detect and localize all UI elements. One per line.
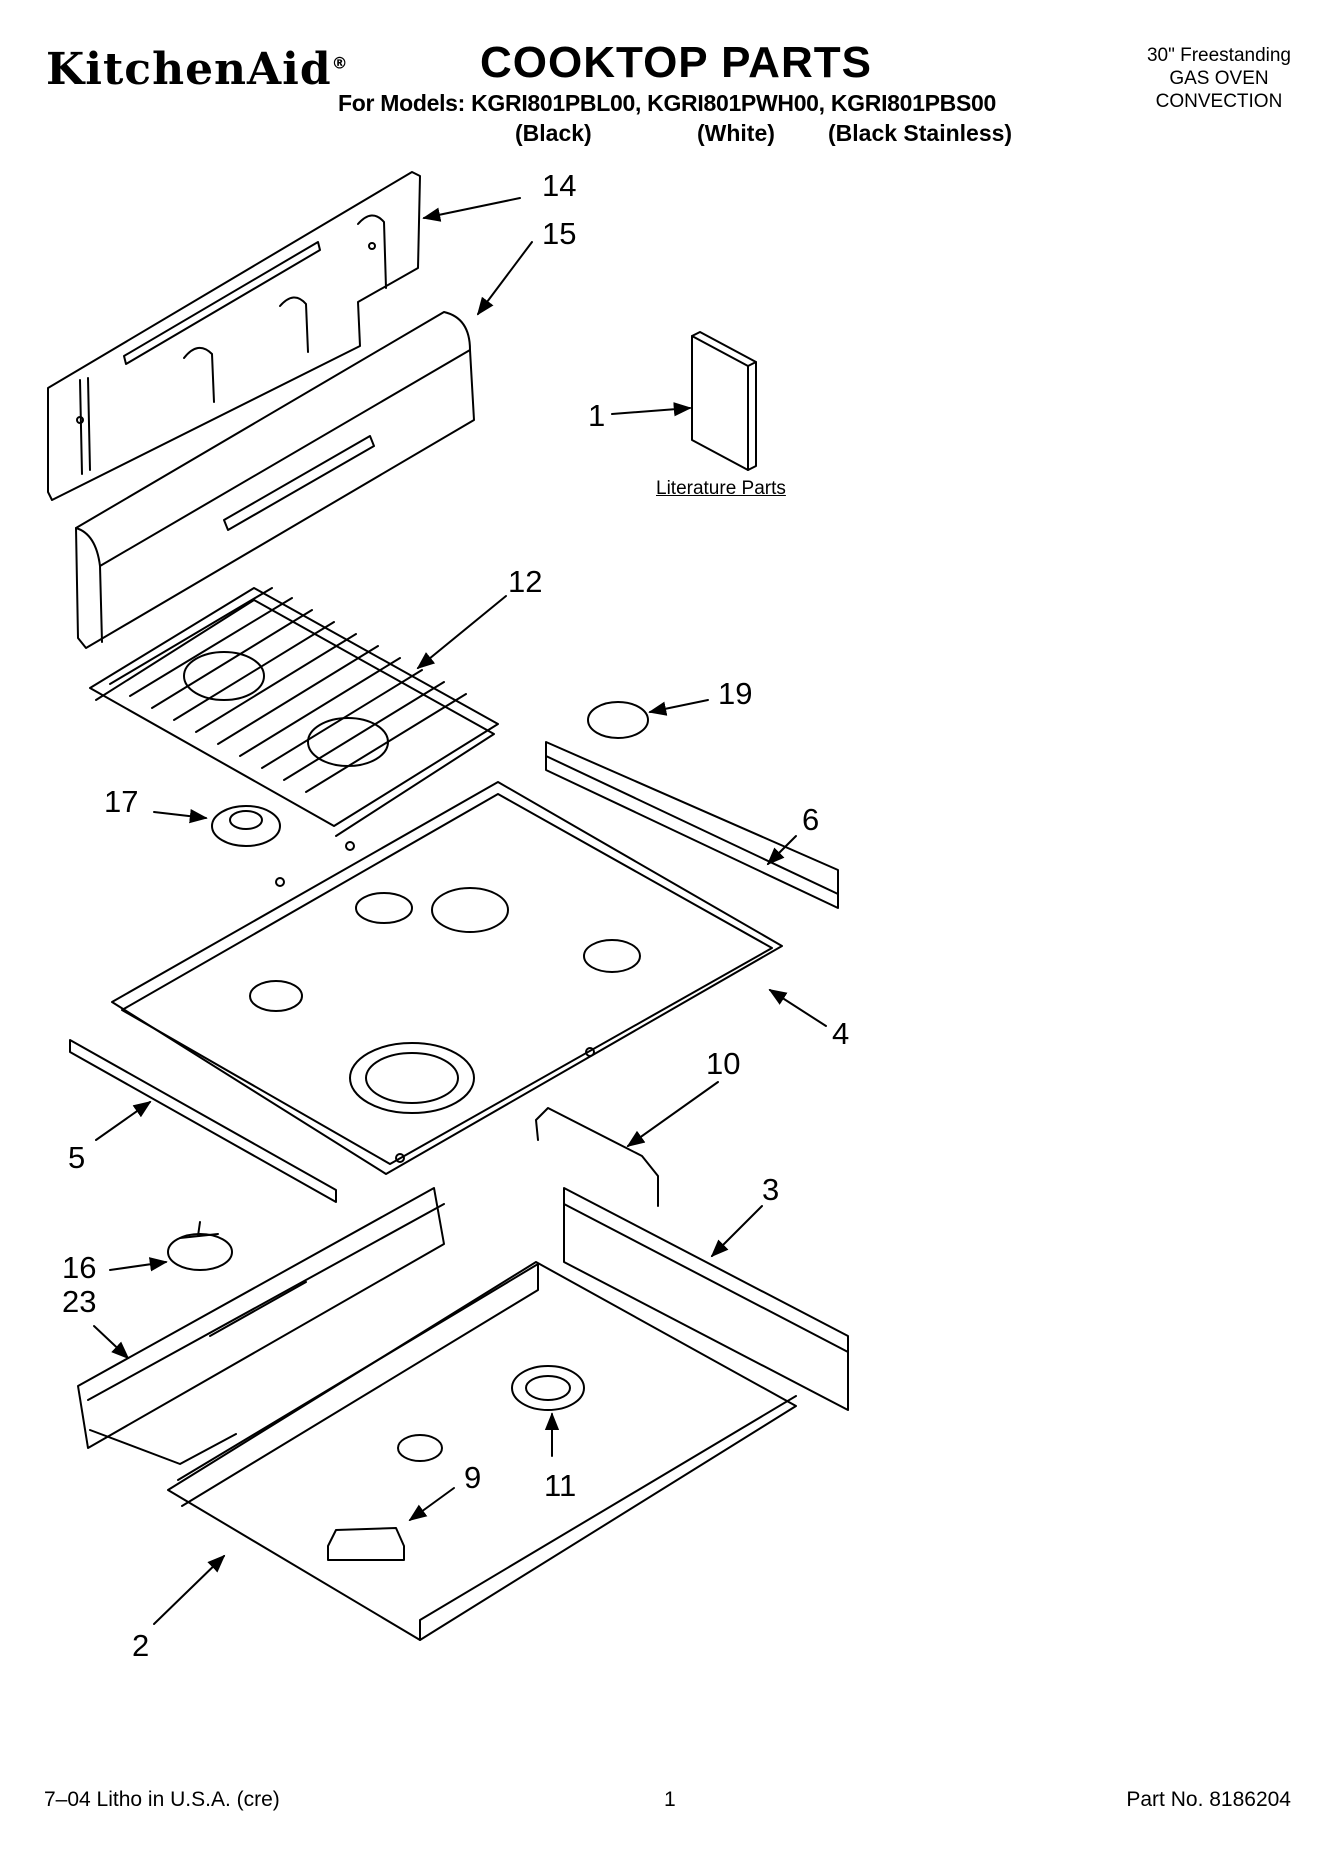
side-rail-part	[563, 1187, 849, 1411]
burner-cap-part	[587, 701, 649, 739]
product-size: 30" Freestanding	[1146, 45, 1291, 66]
leader-6	[766, 835, 797, 866]
product-fuel: GAS OVEN	[1169, 68, 1269, 89]
registered-mark: ®	[331, 53, 349, 73]
literature-parts-booklet	[691, 331, 757, 471]
leader-5	[95, 1100, 152, 1141]
leader-15	[476, 241, 533, 316]
callout-16: 16	[62, 1250, 97, 1285]
support-bracket-part	[535, 1107, 659, 1207]
cooktop-main-part	[111, 781, 783, 1175]
leader-9	[408, 1487, 455, 1522]
burner-base-part	[211, 805, 281, 847]
product-type: 30" Freestanding GAS OVEN CONVECTION	[1147, 44, 1291, 113]
variant-black-stainless: (Black Stainless)	[828, 120, 1013, 146]
manifold-panel-part	[77, 1187, 445, 1465]
rear-strip-part	[545, 741, 839, 909]
callout-19: 19	[718, 676, 753, 711]
brand-logo: KitchenAid®	[46, 44, 349, 95]
variant-white: (White)	[697, 120, 775, 146]
rear-panel-part	[47, 171, 421, 501]
leader-17	[153, 808, 208, 824]
page-number: 1	[664, 1788, 676, 1811]
leader-14	[422, 197, 521, 222]
valve-part	[167, 1221, 233, 1271]
page-title: COOKTOP PARTS	[480, 38, 872, 87]
leader-3	[710, 1205, 763, 1258]
callout-2: 2	[132, 1628, 150, 1663]
litho-note: 7–04 Litho in U.S.A. (cre)	[44, 1788, 280, 1811]
variant-black: (Black)	[515, 120, 592, 146]
literature-parts-label: Literature Parts	[656, 478, 786, 499]
callout-11: 11	[544, 1468, 577, 1503]
leader-10	[626, 1081, 719, 1148]
callout-14: 14	[542, 168, 577, 203]
leader-1	[611, 402, 692, 417]
leader-23	[93, 1325, 130, 1360]
callout-10: 10	[706, 1046, 741, 1081]
callout-4: 4	[832, 1016, 850, 1051]
burner-grate-part	[89, 587, 499, 837]
burner-box-part	[167, 1261, 797, 1641]
callout-6: 6	[802, 802, 820, 837]
product-feature: CONVECTION	[1155, 91, 1283, 112]
leader-16	[109, 1257, 168, 1272]
callout-3: 3	[762, 1172, 780, 1207]
brand-name: KitchenAid	[46, 44, 332, 95]
callout-9: 9	[464, 1460, 482, 1495]
callout-12: 12	[508, 564, 543, 599]
callout-23: 23	[62, 1284, 97, 1319]
callout-17: 17	[104, 784, 139, 819]
models-line: For Models: KGRI801PBL00, KGRI801PWH00, …	[338, 90, 997, 116]
callout-1: 1	[588, 398, 606, 433]
callout-5: 5	[68, 1140, 86, 1175]
callout-15: 15	[542, 216, 577, 251]
front-strip-part	[69, 1039, 337, 1203]
part-number: Part No. 8186204	[1126, 1788, 1291, 1811]
leader-2	[153, 1554, 226, 1625]
backguard-trim-part	[75, 311, 475, 649]
leader-4	[768, 989, 827, 1027]
leader-19	[648, 699, 709, 716]
leader-12	[416, 595, 507, 670]
